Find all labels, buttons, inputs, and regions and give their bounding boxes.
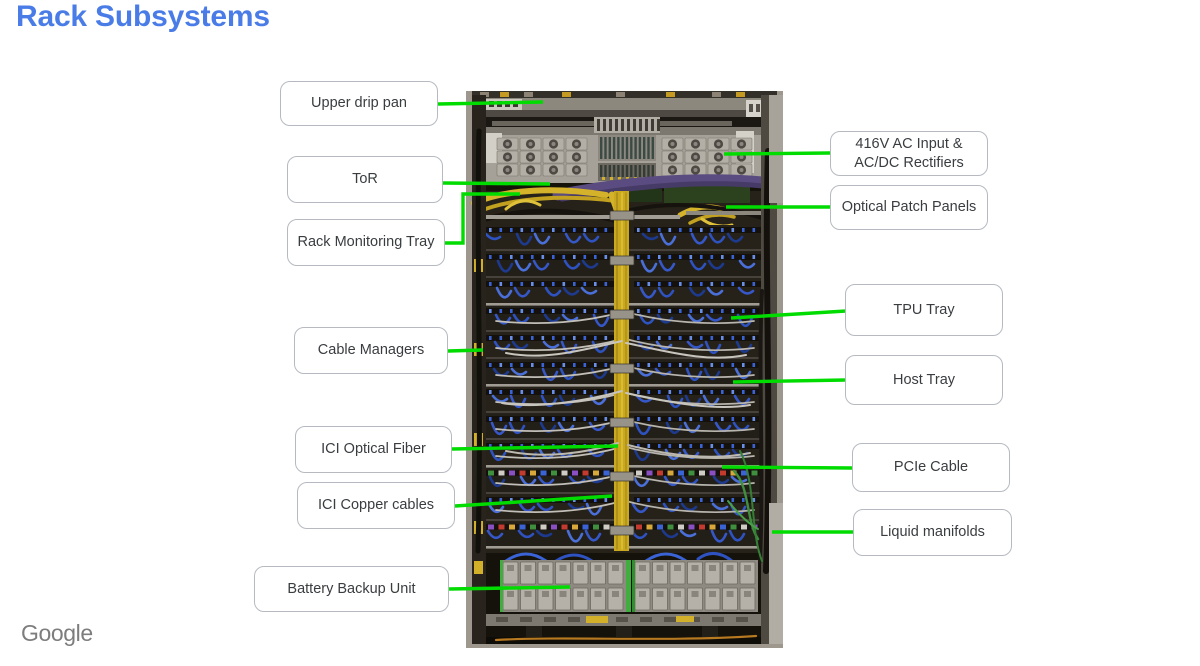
callout-label: Liquid manifolds xyxy=(880,524,985,541)
callout-rack-monitoring-tray: Rack Monitoring Tray xyxy=(287,219,445,266)
callout-label: ICI Copper cables xyxy=(317,497,435,514)
callout-label: PCIe Cable xyxy=(893,459,969,476)
rack-photo xyxy=(466,91,783,648)
callout-tor: ToR xyxy=(287,156,443,203)
callout-ici-optical-fiber: ICI Optical Fiber xyxy=(295,426,452,473)
callout-liquid-manifolds: Liquid manifolds xyxy=(853,509,1012,556)
callout-label: TPU Tray xyxy=(893,301,955,318)
callout-battery-backup-unit: Battery Backup Unit xyxy=(254,566,449,612)
callout-ac-input-rectifiers: 416V AC Input & AC/DC Rectifiers xyxy=(830,131,988,176)
google-logo: Google xyxy=(21,620,93,646)
callout-label: Host Tray xyxy=(892,371,956,388)
page-title: Rack Subsystems xyxy=(16,0,270,33)
callout-optical-patch-panels: Optical Patch Panels xyxy=(830,185,988,230)
rack-photo-art xyxy=(466,91,783,648)
callout-label: 416V AC Input & AC/DC Rectifiers xyxy=(854,135,964,171)
callout-label: Battery Backup Unit xyxy=(287,580,416,597)
callout-upper-drip-pan: Upper drip pan xyxy=(280,81,438,126)
callout-label: Optical Patch Panels xyxy=(841,199,977,216)
callout-pcie-cable: PCIe Cable xyxy=(852,443,1010,492)
callout-label: Cable Managers xyxy=(317,342,425,359)
callout-tpu-tray: TPU Tray xyxy=(845,284,1003,336)
callout-label: ToR xyxy=(352,171,378,188)
callout-host-tray: Host Tray xyxy=(845,355,1003,405)
callout-label: Upper drip pan xyxy=(311,95,407,112)
callout-label: ICI Optical Fiber xyxy=(321,441,426,458)
callout-label: Rack Monitoring Tray xyxy=(297,234,435,251)
callout-ici-copper-cables: ICI Copper cables xyxy=(297,482,455,529)
callout-cable-managers: Cable Managers xyxy=(294,327,448,374)
